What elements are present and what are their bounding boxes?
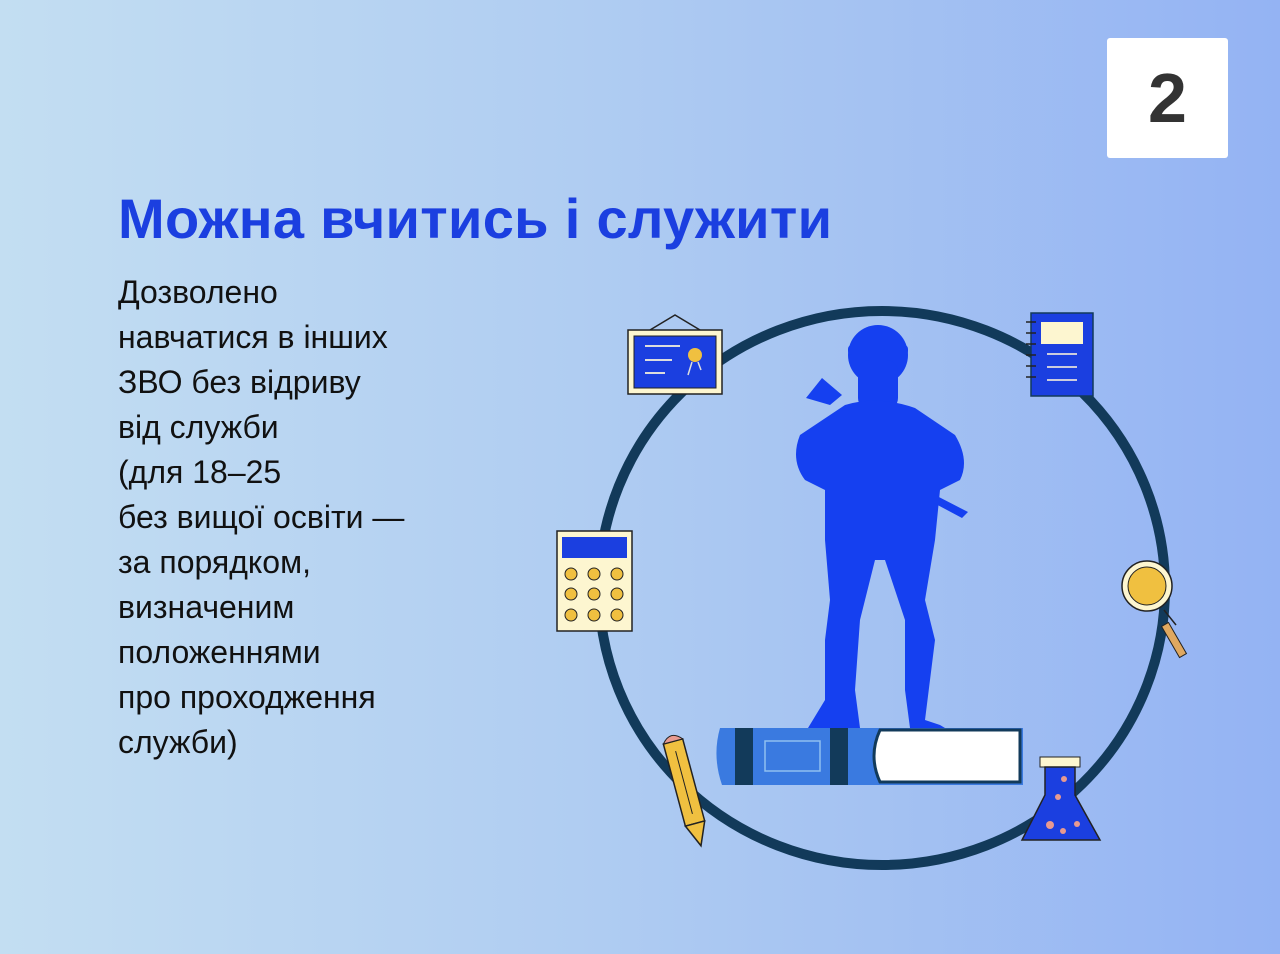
body-line: (для 18–25 — [118, 454, 282, 490]
body-line: ЗВО без відриву — [118, 364, 361, 400]
body-line: від служби — [118, 409, 279, 445]
pencil-icon — [662, 734, 706, 848]
body-line: про проходження — [118, 679, 376, 715]
calculator-icon — [556, 530, 633, 632]
magnifier-icon — [1121, 560, 1188, 659]
body-line: навчатися в інших — [118, 319, 388, 355]
body-line: без вищої освіти — — [118, 499, 405, 535]
notebook-icon — [1026, 312, 1094, 397]
body-line: служби) — [118, 724, 238, 760]
body-line: положеннями — [118, 634, 321, 670]
body-line: за порядком, — [118, 544, 311, 580]
certificate-icon — [627, 314, 723, 395]
book-icon — [716, 728, 1023, 785]
flask-icon — [1020, 756, 1102, 841]
slide-number-badge: 2 — [1107, 38, 1228, 158]
slide-body-text: Дозволено навчатися в інших ЗВО без відр… — [118, 270, 498, 765]
soldier-silhouette — [796, 325, 968, 728]
body-line: визначеним — [118, 589, 295, 625]
body-line: Дозволено — [118, 274, 278, 310]
slide-title: Можна вчитись і служити — [118, 187, 833, 250]
